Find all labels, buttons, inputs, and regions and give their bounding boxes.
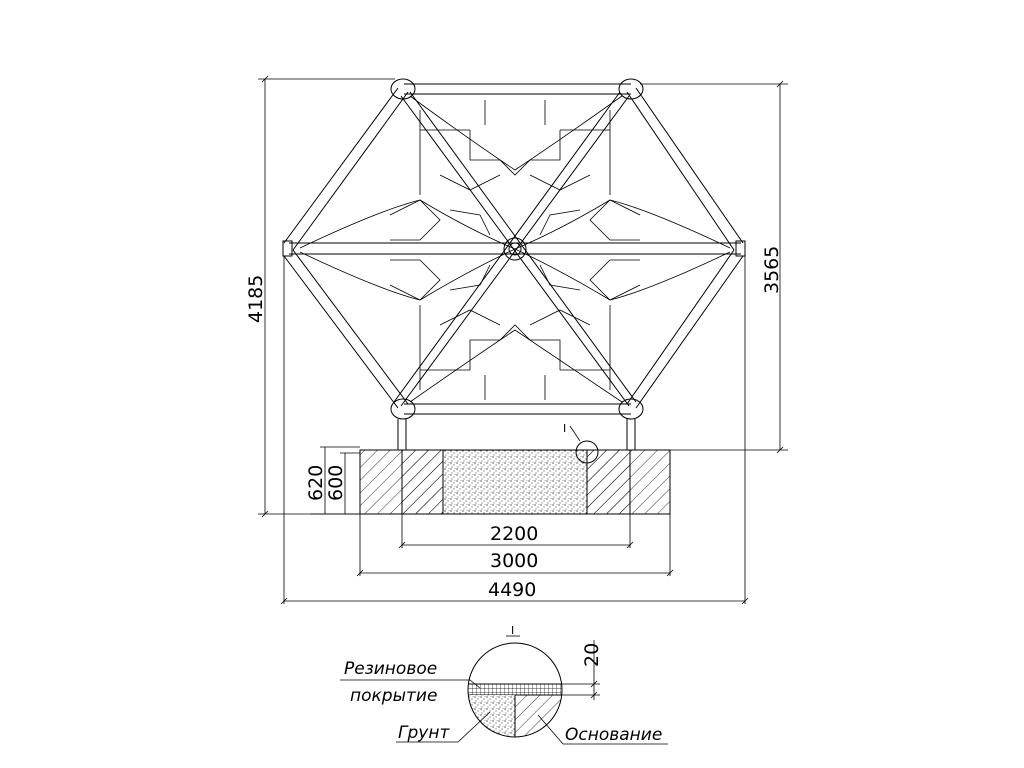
dimension-lines [258, 75, 788, 605]
climbing-frame [282, 78, 746, 450]
dim-width-pit: 3000 [490, 550, 538, 572]
foundation-section: I [359, 422, 671, 515]
label-rubber-1: Резиновое [344, 659, 437, 679]
label-soil: Грунт [398, 723, 450, 743]
dim-width-total: 4490 [488, 579, 536, 601]
dim-depth-total: 620 [305, 465, 327, 501]
dim-depth-inner: 600 [325, 465, 347, 501]
detail-section: I 20 Резиновое покрытие Грунт Основание [340, 624, 668, 745]
detail-marker: I [511, 624, 514, 637]
rubber-layer [468, 683, 562, 696]
hexagon-frame-tubes [283, 83, 744, 415]
dim-frame-height: 3565 [761, 246, 783, 294]
soil-layer [468, 695, 515, 737]
dimension-labels: 4185 3565 620 600 2200 3000 4490 [245, 246, 783, 601]
label-base: Основание [565, 725, 662, 745]
dim-layer-thickness: 20 [581, 643, 603, 667]
label-rubber-2: покрытие [350, 686, 437, 706]
detail-circle [467, 642, 563, 738]
base-layer [515, 695, 562, 737]
frame-joints [282, 78, 746, 420]
soil-fill [442, 449, 588, 515]
dim-total-height: 4185 [245, 275, 267, 323]
detail-callout-circle [575, 440, 599, 464]
dim-width-inner: 2200 [490, 523, 538, 545]
rope-net [299, 95, 731, 403]
frame-legs [397, 419, 636, 450]
detail-callout-marker: I [563, 422, 566, 435]
